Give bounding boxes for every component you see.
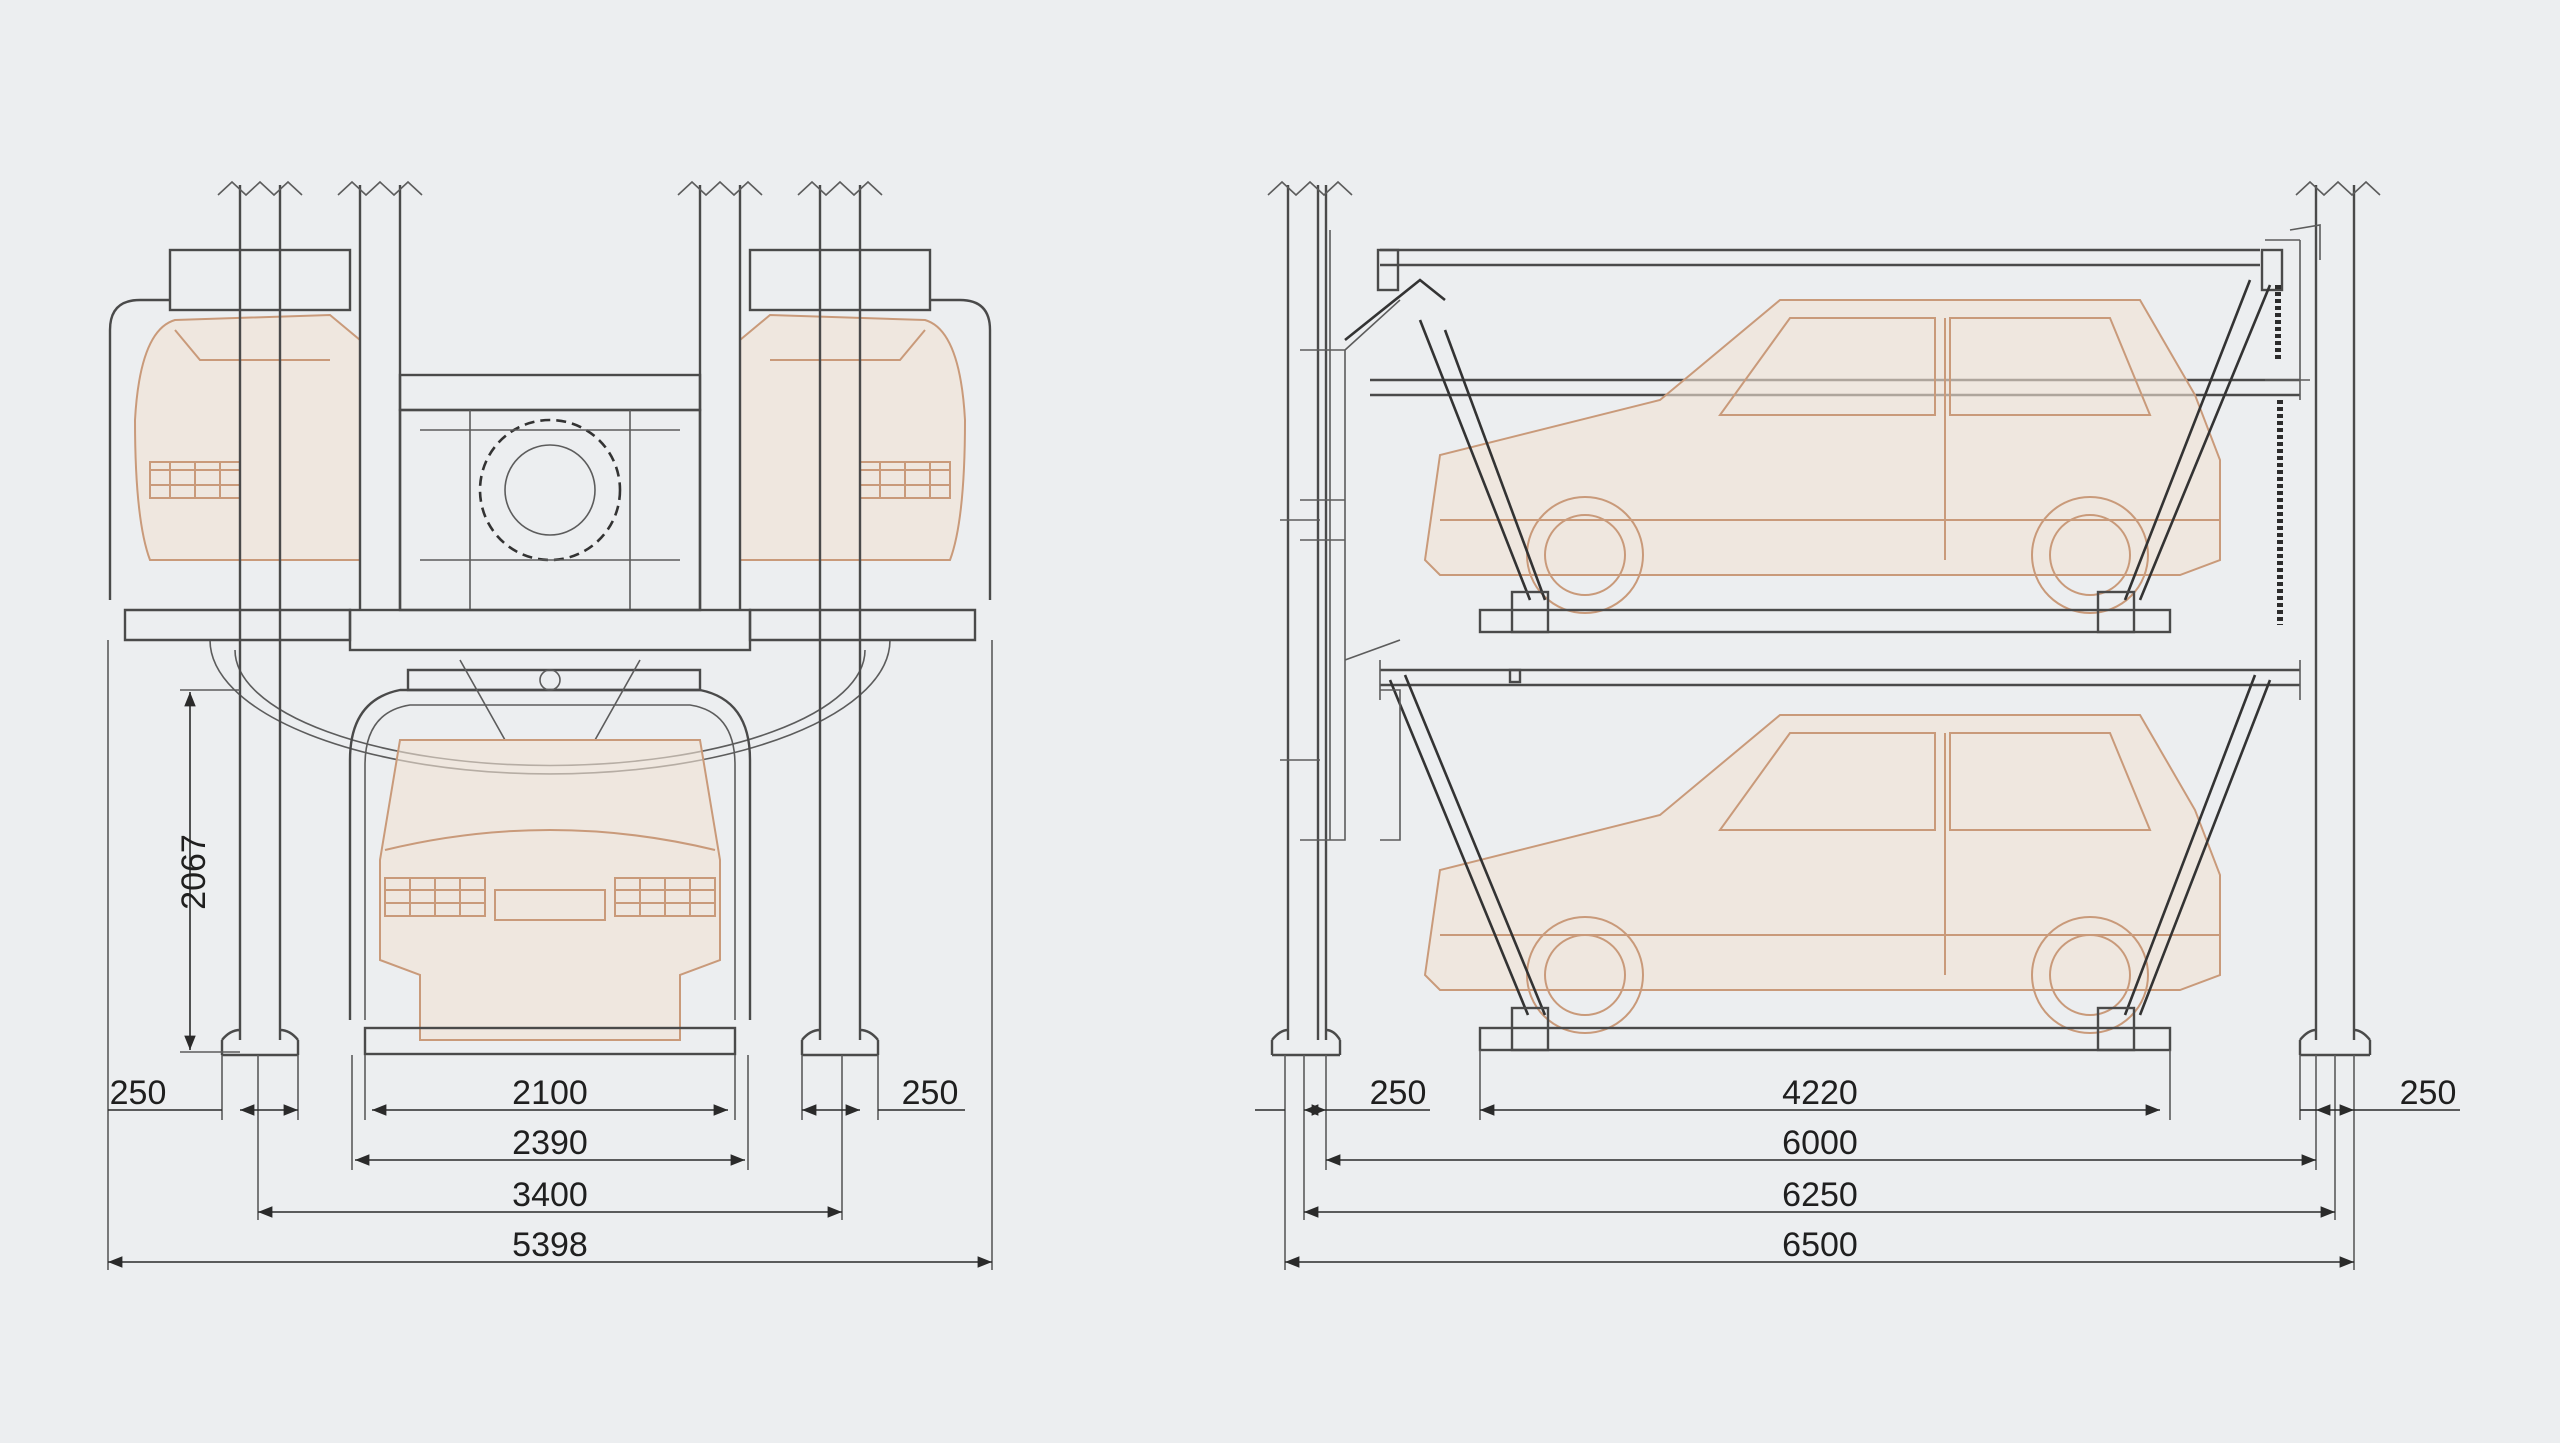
dim-platform-length: 4220 bbox=[1782, 1074, 1858, 1112]
lower-platform-side bbox=[1478, 1026, 2172, 1052]
upper-car bbox=[1423, 299, 2221, 614]
dim-platform-width: 2100 bbox=[512, 1074, 588, 1112]
lower-platform bbox=[363, 1026, 737, 1056]
lower-car bbox=[379, 739, 721, 1041]
cross-beam bbox=[348, 608, 752, 652]
dim-overall-length: 6500 bbox=[1782, 1226, 1858, 1264]
upper-left-car bbox=[133, 313, 361, 561]
dim-side-left-2: 250 bbox=[1370, 1074, 1427, 1112]
dim-side-left: 250 bbox=[110, 1074, 167, 1112]
left-drive-mechanism bbox=[1280, 230, 1401, 841]
front-dimensions: 2067 250 2100 250 2390 3400 5398 bbox=[107, 640, 993, 1270]
side-view: 250 4220 250 6000 6250 6500 bbox=[1255, 180, 2460, 1270]
front-view: 2067 250 2100 250 2390 3400 5398 bbox=[107, 180, 993, 1270]
dim-column-spacing: 3400 bbox=[512, 1176, 588, 1214]
dim-overall-width: 5398 bbox=[512, 1226, 588, 1264]
dim-inner-clear-width: 2390 bbox=[512, 1124, 588, 1162]
side-columns bbox=[1267, 180, 2381, 1057]
dim-side-right-2: 250 bbox=[2400, 1074, 2457, 1112]
drive-housing bbox=[398, 373, 702, 412]
drive-gear bbox=[478, 418, 622, 562]
front-columns bbox=[217, 180, 883, 1057]
dim-side-right: 250 bbox=[902, 1074, 959, 1112]
upper-platform bbox=[1478, 608, 2172, 634]
lower-deck-frame bbox=[1380, 668, 2300, 687]
lower-car-side bbox=[1423, 714, 2221, 1034]
side-dimensions: 250 4220 250 6000 6250 6500 bbox=[1255, 1050, 2460, 1270]
dim-height: 2067 bbox=[175, 834, 213, 910]
upper-right-car bbox=[739, 313, 967, 561]
dim-column-length: 6250 bbox=[1782, 1176, 1858, 1214]
upper-deck-frame bbox=[1370, 248, 2300, 397]
dim-inner-length: 6000 bbox=[1782, 1124, 1858, 1162]
chain-drive bbox=[2275, 285, 2283, 625]
